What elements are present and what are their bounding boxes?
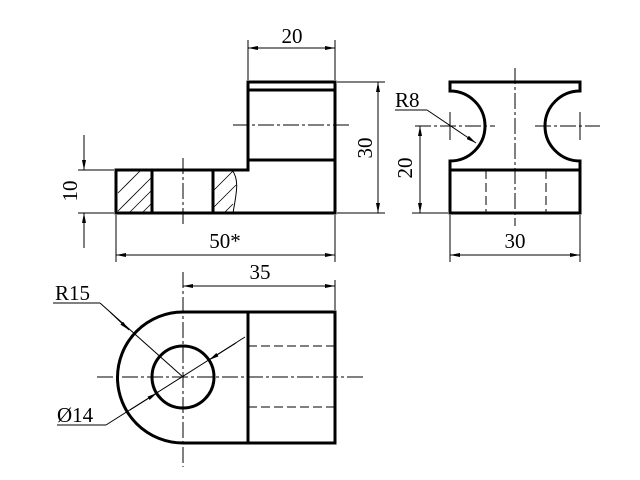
dim-side-radius: R8 — [395, 88, 420, 112]
dim-side-width: 30 — [505, 229, 526, 253]
dim-top-radius: R15 — [55, 281, 90, 305]
dim-center-height: 20 — [393, 158, 417, 179]
dim-top-width: 20 — [282, 24, 303, 48]
top-outline — [116, 310, 337, 445]
dim-flange-height: 10 — [58, 181, 82, 202]
section-hatching — [117, 169, 238, 214]
front-outline — [114, 80, 337, 215]
dim-top-length: 35 — [250, 260, 271, 284]
side-view: R8 20 30 — [393, 68, 600, 262]
dim-height: 30 — [353, 138, 377, 159]
dim-hole-diameter: Ø14 — [57, 403, 94, 427]
break-line — [231, 169, 238, 214]
top-view: 35 R15 Ø14 — [53, 260, 365, 467]
front-view: 20 30 10 50* — [58, 24, 385, 262]
dim-total-length: 50* — [209, 229, 241, 253]
